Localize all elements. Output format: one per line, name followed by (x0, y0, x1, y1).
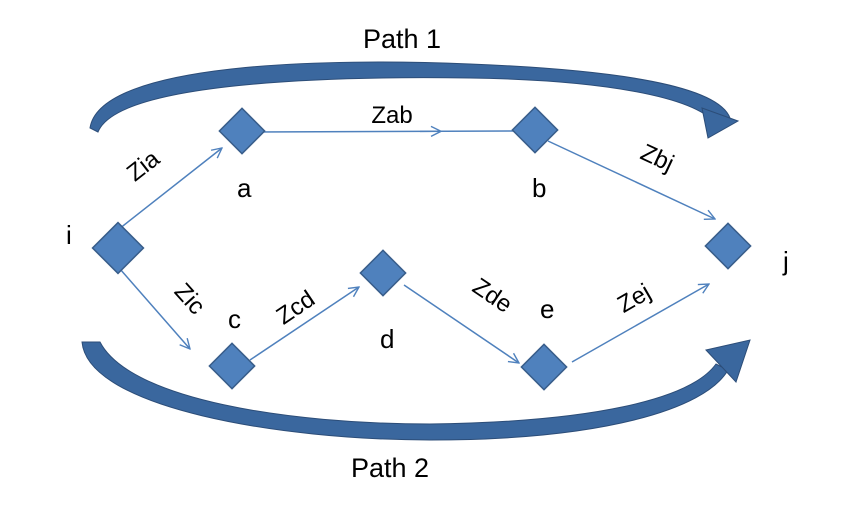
node-label-c: c (228, 304, 241, 334)
node-i (93, 223, 144, 274)
node-labels: i a b j c d e (66, 173, 789, 354)
node-label-d: d (380, 324, 394, 354)
edge-label-ej: Zej (613, 278, 655, 318)
node-label-e: e (540, 294, 554, 324)
node-label-i: i (66, 220, 72, 250)
node-b (512, 107, 557, 152)
node-c (209, 343, 254, 388)
node-a (219, 108, 264, 153)
path-1-label: Path 1 (363, 24, 441, 54)
node-d (360, 250, 405, 295)
node-label-j: j (782, 246, 789, 276)
edge-label-cd: Zcd (272, 285, 320, 330)
edge-ab (248, 131, 518, 132)
edge-label-bj: Zbj (636, 139, 678, 178)
path-2-curved-arrow (82, 340, 750, 440)
path-1-curved-arrow (90, 62, 738, 138)
node-label-b: b (532, 173, 546, 203)
edge-ic (120, 269, 190, 349)
edges (119, 131, 715, 363)
edge-label-ic: Zic (169, 278, 210, 320)
node-e (521, 344, 566, 389)
path-2-label: Path 2 (351, 453, 429, 483)
node-j (705, 223, 750, 268)
edge-label-ia: Zia (122, 145, 165, 187)
edge-labels: Zia Zab Zbj Zic Zcd Zde Zej (122, 102, 678, 330)
edge-label-de: Zde (468, 273, 517, 319)
path-2-arc (82, 342, 728, 440)
node-label-a: a (237, 173, 252, 203)
edge-bj (548, 141, 715, 219)
edge-label-ab: Zab (371, 102, 412, 129)
